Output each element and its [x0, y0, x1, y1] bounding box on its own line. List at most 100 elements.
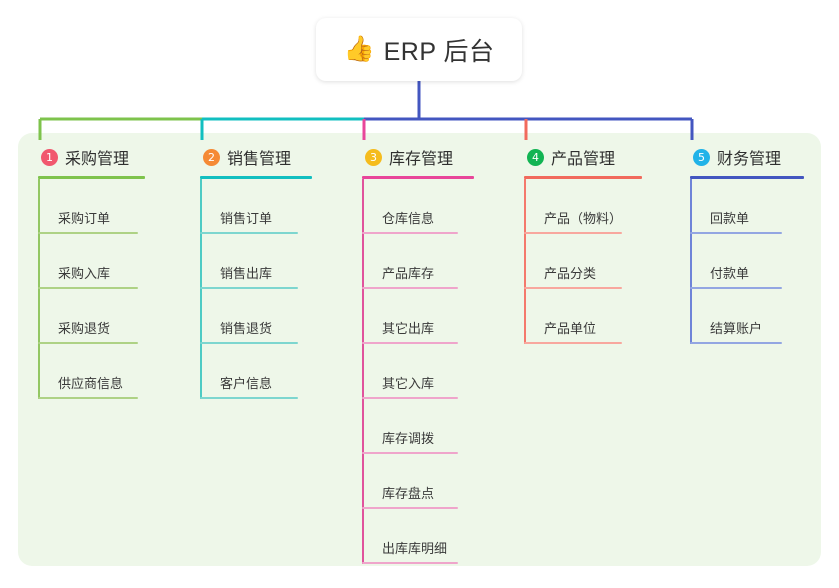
branch-item-label: 库存调拨	[382, 431, 435, 446]
branch-item-rule	[690, 342, 782, 344]
branch-number-badge: 1	[41, 148, 58, 166]
root-node-content: 👍 ERP 后台	[343, 32, 494, 68]
branch-item-rule	[524, 287, 622, 289]
branch-item-label: 销售订单	[220, 211, 273, 226]
branch-item-rule	[38, 397, 138, 399]
branch-header-rule	[690, 176, 804, 179]
branch-item[interactable]: 付款单	[690, 234, 802, 289]
branch-item-rule	[38, 232, 138, 234]
branch-item-rule	[524, 342, 622, 344]
branch-item[interactable]: 销售出库	[200, 234, 314, 289]
branch-item[interactable]: 产品库存	[362, 234, 474, 289]
branch-item-label: 产品分类	[544, 266, 597, 281]
root-node[interactable]: 👍 ERP 后台	[316, 18, 522, 81]
branch-item[interactable]: 采购入库	[38, 234, 156, 289]
branch-item-label: 采购退货	[58, 321, 111, 336]
branch-number-badge: 2	[203, 148, 220, 166]
branch-item[interactable]: 客户信息	[200, 344, 314, 399]
branch-item-rule	[362, 342, 458, 344]
branch-item-label: 客户信息	[220, 376, 273, 391]
branch-item-rule	[690, 287, 782, 289]
branch-item-label: 回款单	[710, 211, 750, 226]
branch-header-rule	[524, 176, 642, 179]
branch-item-rule	[362, 232, 458, 234]
branch-item[interactable]: 产品（物料）	[524, 179, 646, 234]
branch-column-5: 5 财务管理回款单付款单结算账户	[690, 144, 804, 344]
branch-item-rule	[362, 507, 458, 509]
branch-item[interactable]: 供应商信息	[38, 344, 156, 399]
branch-item[interactable]: 采购订单	[38, 179, 156, 234]
branch-spine	[38, 179, 40, 399]
branch-item-list: 产品（物料） 产品分类产品单位	[524, 179, 646, 344]
branch-item[interactable]: 产品分类	[524, 234, 646, 289]
branch-item-label: 其它出库	[382, 321, 435, 336]
branch-header-rule	[362, 176, 474, 179]
branch-item-label: 出库库明细	[382, 541, 448, 556]
branch-item-rule	[200, 232, 298, 234]
branch-column-1: 1 采购管理采购订单采购入库采购退货供应商信息	[38, 144, 156, 399]
thumbs-up-icon: 👍	[343, 35, 375, 63]
branch-item-label: 结算账户	[710, 321, 763, 336]
branch-item-label: 销售出库	[220, 266, 273, 281]
branch-header-5[interactable]: 5 财务管理	[690, 144, 802, 170]
branch-item-list: 回款单付款单结算账户	[690, 179, 802, 344]
branch-spine	[200, 179, 202, 399]
branch-item-label: 仓库信息	[382, 211, 435, 226]
branch-item[interactable]: 其它出库	[362, 289, 474, 344]
branches-panel	[18, 133, 821, 566]
branch-spine	[524, 179, 526, 344]
branch-item-list: 销售订单销售出库销售退货客户信息	[200, 179, 314, 399]
branch-number-badge: 5	[693, 148, 710, 166]
branch-item-label: 采购订单	[58, 211, 111, 226]
root-title: ERP 后台	[383, 37, 495, 66]
branch-item-label: 产品库存	[382, 266, 435, 281]
branch-number-badge: 3	[365, 148, 382, 166]
branch-item[interactable]: 产品单位	[524, 289, 646, 344]
branch-item-rule	[690, 232, 782, 234]
branch-header-1[interactable]: 1 采购管理	[38, 144, 156, 170]
branch-item[interactable]: 销售订单	[200, 179, 314, 234]
branch-spine	[362, 179, 364, 564]
branch-item[interactable]: 销售退货	[200, 289, 314, 344]
branch-header-2[interactable]: 2 销售管理	[200, 144, 314, 170]
branch-item[interactable]: 其它入库	[362, 344, 474, 399]
branch-item-rule	[200, 397, 298, 399]
branch-title: 销售管理	[227, 151, 292, 168]
branch-item-label: 销售退货	[220, 321, 273, 336]
branch-item[interactable]: 库存调拨	[362, 399, 474, 454]
branch-item-rule	[200, 342, 298, 344]
branch-item-label: 其它入库	[382, 376, 435, 391]
branch-item-rule	[200, 287, 298, 289]
branch-item-label: 库存盘点	[382, 486, 435, 501]
branch-item[interactable]: 结算账户	[690, 289, 802, 344]
branch-item-list: 采购订单采购入库采购退货供应商信息	[38, 179, 156, 399]
branch-item-list: 仓库信息产品库存其它出库其它入库库存调拨库存盘点出库库明细	[362, 179, 474, 564]
branch-item[interactable]: 仓库信息	[362, 179, 474, 234]
branch-item-rule	[38, 342, 138, 344]
branch-header-rule	[38, 176, 145, 179]
branch-header-4[interactable]: 4 产品管理	[524, 144, 646, 170]
branch-item[interactable]: 出库库明细	[362, 509, 474, 564]
branch-item-label: 采购入库	[58, 266, 111, 281]
branch-title: 财务管理	[717, 151, 782, 168]
branch-column-2: 2 销售管理销售订单销售出库销售退货客户信息	[200, 144, 314, 399]
branch-title: 产品管理	[551, 151, 616, 168]
branch-number-badge: 4	[527, 148, 544, 166]
branch-item-label: 供应商信息	[58, 376, 124, 391]
branch-title: 采购管理	[65, 151, 130, 168]
branch-item-rule	[362, 562, 458, 564]
branch-item-rule	[362, 287, 458, 289]
branch-item-rule	[38, 287, 138, 289]
branch-item[interactable]: 库存盘点	[362, 454, 474, 509]
branch-item-label: 付款单	[710, 266, 750, 281]
branch-item-label: 产品单位	[544, 321, 597, 336]
branch-item[interactable]: 回款单	[690, 179, 802, 234]
branch-item-rule	[362, 397, 458, 399]
branch-header-rule	[200, 176, 312, 179]
branch-item[interactable]: 采购退货	[38, 289, 156, 344]
branch-item-rule	[524, 232, 622, 234]
branch-item-label: 产品（物料）	[544, 211, 623, 226]
branch-column-4: 4 产品管理产品（物料） 产品分类产品单位	[524, 144, 646, 344]
